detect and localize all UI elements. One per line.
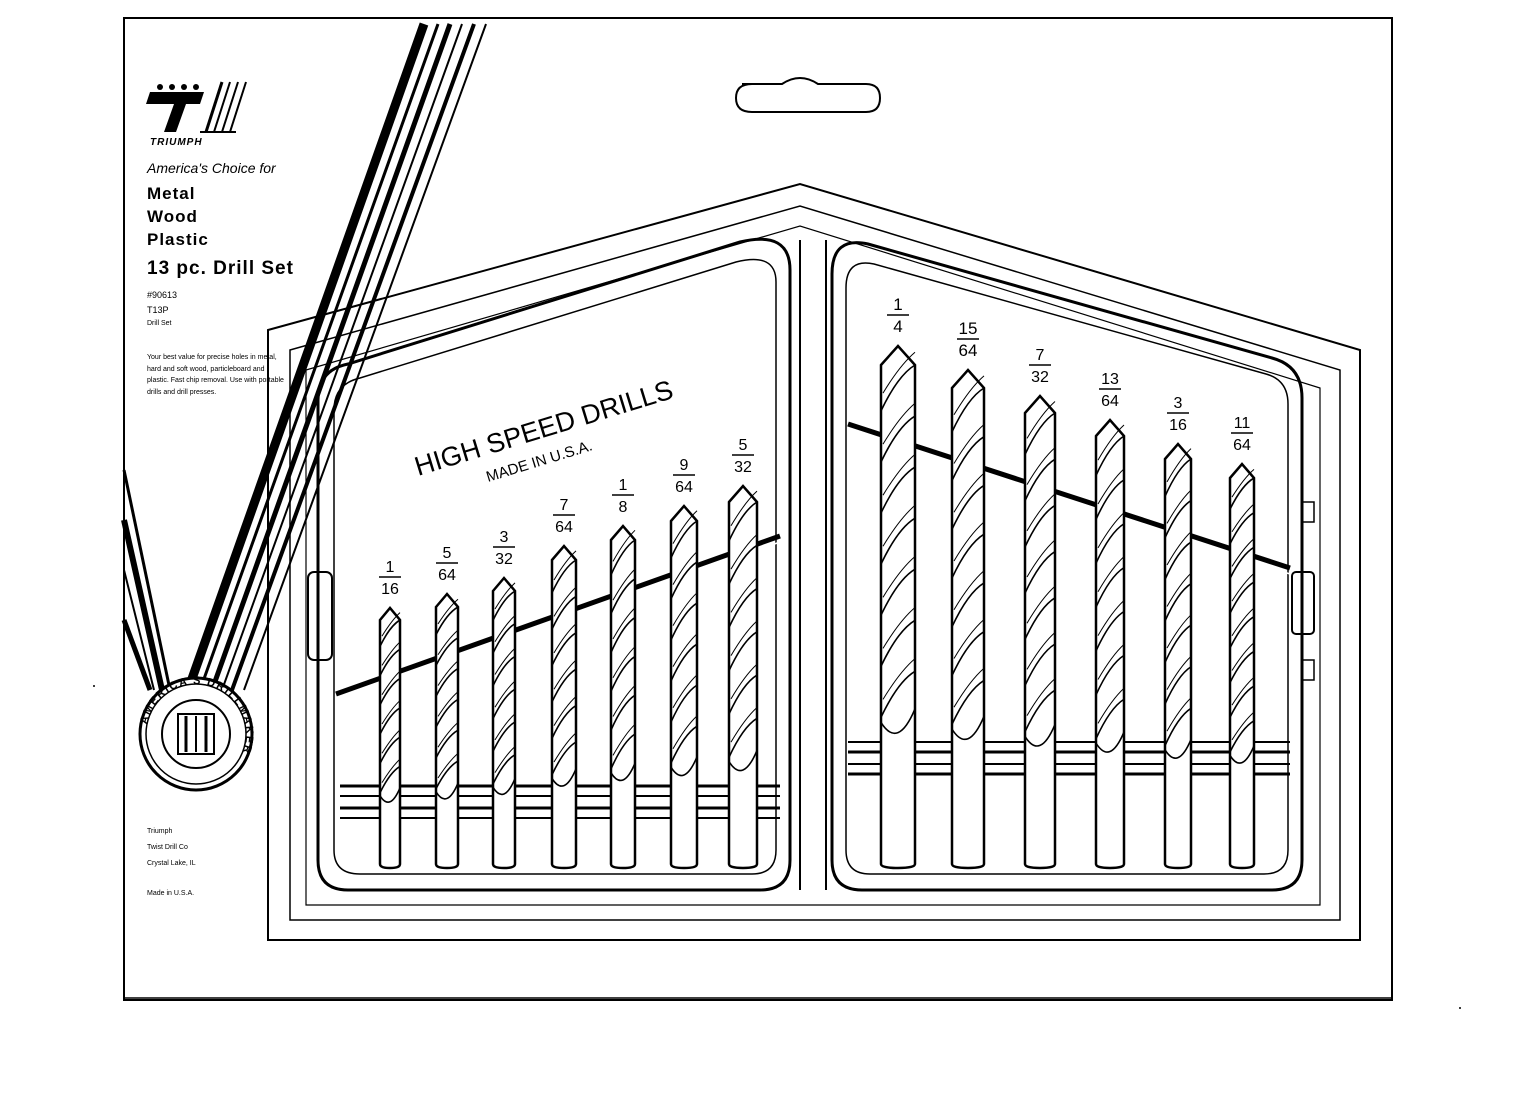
drill-bit-left-5: 964 <box>669 457 699 870</box>
drill-bit-right-4: 316 <box>1163 395 1193 870</box>
bit-size-numerator: 1 <box>386 559 395 576</box>
model-desc: Drill Set <box>147 320 172 327</box>
right-case-panel <box>830 241 1304 892</box>
package-card-outline <box>123 17 1393 1001</box>
bit-size-denominator: 64 <box>1233 437 1251 454</box>
bit-size-numerator: 5 <box>443 545 452 562</box>
drill-bit-left-6: 532 <box>727 437 759 870</box>
bit-size-numerator: 3 <box>500 529 509 546</box>
bit-size-denominator: 64 <box>959 341 978 360</box>
made-in-label: Made in U.S.A. <box>147 890 195 897</box>
bit-size-denominator: 32 <box>1031 369 1049 386</box>
bit-size-denominator: 64 <box>555 519 573 536</box>
bit-size-numerator: 5 <box>739 437 748 454</box>
drill-bit-right-2: 732 <box>1023 347 1057 870</box>
set-name: 13 pc. Drill Set <box>147 258 294 279</box>
bit-size-denominator: 16 <box>381 581 399 598</box>
material-metal: Metal <box>147 184 196 203</box>
bit-size-numerator: 1 <box>619 477 628 494</box>
bit-size-denominator: 32 <box>734 459 752 476</box>
bit-size-denominator: 32 <box>495 551 513 568</box>
americas-drillmaker-medallion: AMERICA'S DRILLMAKER <box>138 675 254 792</box>
brand-tagline: America's Choice for <box>147 160 276 176</box>
model-code: T13P <box>147 305 169 315</box>
hang-hole <box>734 77 882 113</box>
maker-line-2: Twist Drill Co <box>147 844 188 851</box>
drill-bit-left-3: 764 <box>550 497 578 870</box>
left-case-clip <box>307 571 333 661</box>
bit-size-denominator: 8 <box>619 499 628 516</box>
bit-size-numerator: 3 <box>1174 395 1183 412</box>
model-number: #90613 <box>147 290 178 300</box>
brand-name: TRIUMPH <box>150 137 203 148</box>
bit-size-numerator: 9 <box>680 457 689 474</box>
drill-bit-left-1: 564 <box>434 545 460 870</box>
product-description: Your best value for precise holes in met… <box>147 354 284 396</box>
bit-size-numerator: 13 <box>1101 371 1119 388</box>
bit-size-numerator: 15 <box>959 319 978 338</box>
drill-bit-left-4: 18 <box>609 477 637 870</box>
ribbon-graphic <box>121 22 487 692</box>
bit-size-numerator: 7 <box>560 497 569 514</box>
drill-bit-left-2: 332 <box>491 529 517 870</box>
material-wood: Wood <box>147 207 198 226</box>
bit-size-numerator: 1 <box>893 295 902 314</box>
triumph-logo-icon <box>146 81 247 133</box>
bit-size-numerator: 11 <box>1234 415 1251 432</box>
maker-line-3: Crystal Lake, IL <box>147 860 196 867</box>
bit-size-denominator: 64 <box>675 479 693 496</box>
bit-size-denominator: 64 <box>438 567 456 584</box>
bit-size-denominator: 16 <box>1169 417 1187 434</box>
blister-outline <box>267 182 1361 941</box>
bit-size-denominator: 4 <box>893 317 902 336</box>
material-plastic: Plastic <box>147 230 209 249</box>
bit-size-denominator: 64 <box>1101 393 1119 410</box>
drill-bit-left-0: 116 <box>378 559 402 870</box>
maker-line-1: Triumph <box>147 828 173 835</box>
bit-size-numerator: 7 <box>1036 347 1045 364</box>
drill-bit-right-0: 14 <box>879 295 917 870</box>
